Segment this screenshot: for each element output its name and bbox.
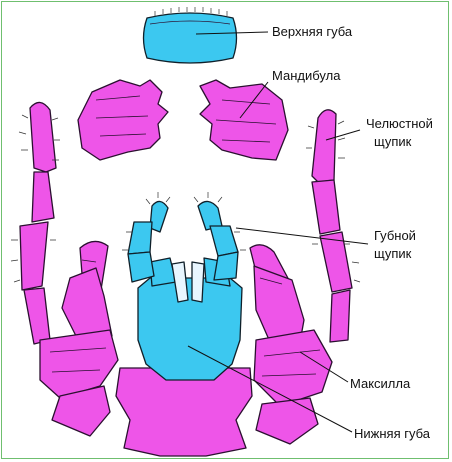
label-labial-palp-line1: Губной — [374, 228, 416, 243]
leader-labial-palp — [236, 228, 368, 244]
right-maxillary-palp-shape — [306, 110, 360, 342]
lower-lip-base-shape — [116, 368, 252, 456]
right-mandible-shape — [200, 80, 288, 160]
label-maxilla: Максилла — [350, 376, 411, 391]
label-maxillary-palp-line1: Челюстной — [366, 116, 433, 131]
upper-lip-shape — [144, 7, 237, 63]
label-upper-lip: Верхняя губа — [272, 24, 353, 39]
label-lower-lip: Нижняя губа — [354, 426, 431, 441]
left-maxilla-shape — [40, 241, 118, 436]
left-mandible-shape — [78, 80, 168, 160]
left-maxillary-palp-shape — [11, 102, 60, 344]
label-mandible: Мандибула — [272, 68, 341, 83]
label-labial-palp-line2: щупик — [374, 246, 412, 261]
label-maxillary-palp-line2: щупик — [374, 134, 412, 149]
right-maxilla-shape — [250, 245, 332, 444]
